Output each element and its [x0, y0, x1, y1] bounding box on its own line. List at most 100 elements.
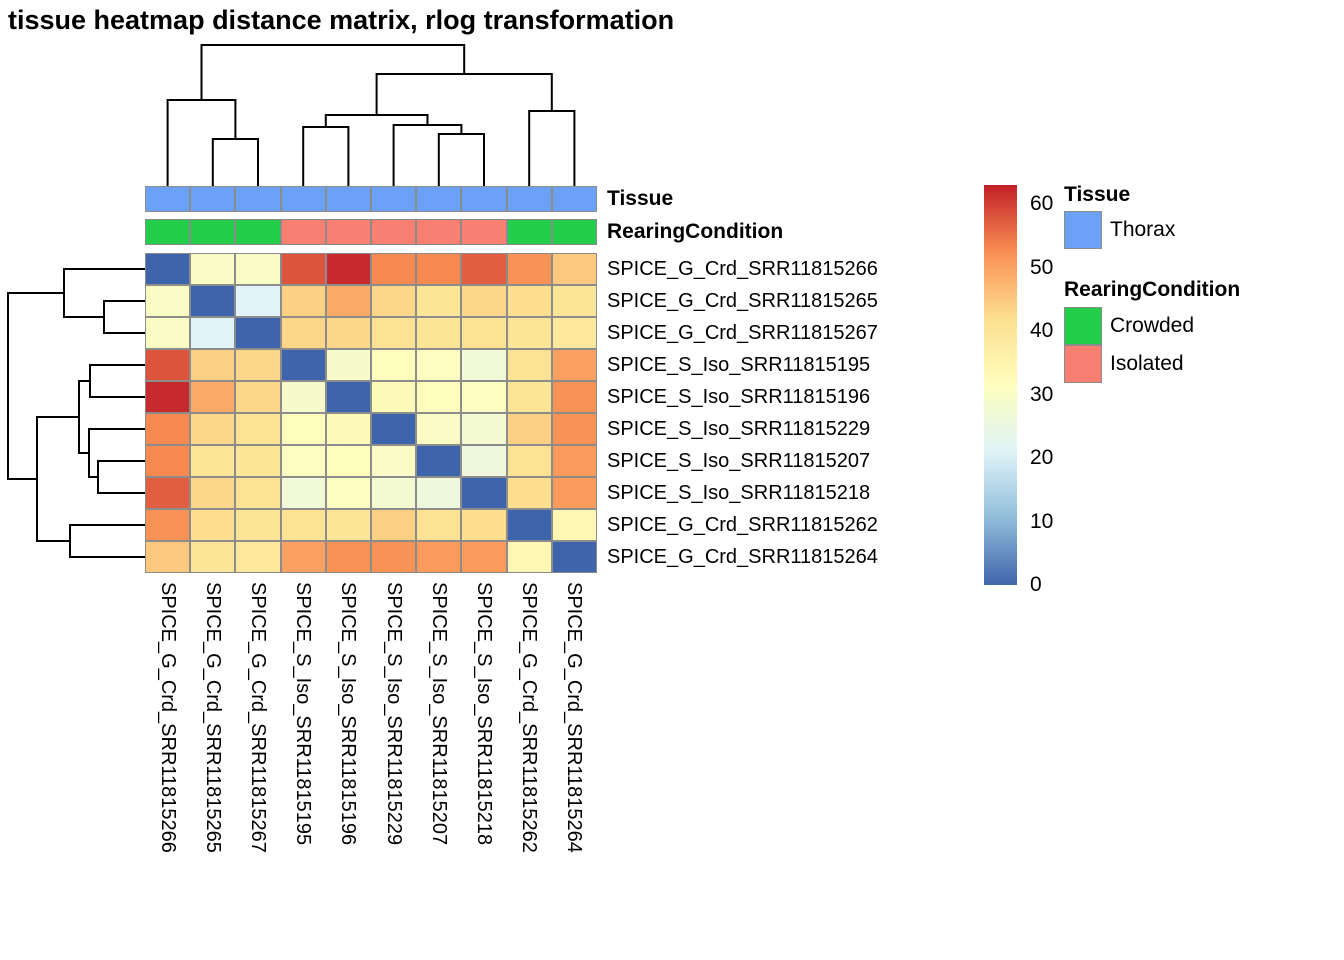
- row-label: SPICE_S_Iso_SRR11815207: [607, 450, 871, 472]
- heatmap-cell: [551, 509, 597, 541]
- heatmap-cell: [371, 477, 417, 509]
- heatmap-cell: [280, 349, 326, 381]
- rearing-condition-annotation-bar: [145, 219, 597, 245]
- column-label: SPICE_G_Crd_SRR11815264: [563, 582, 586, 853]
- heatmap-cell: [461, 349, 507, 381]
- colorbar-tick-label: 60: [1030, 192, 1054, 216]
- heatmap-cell: [280, 445, 326, 477]
- rearing-annotation-title: RearingCondition: [607, 220, 784, 243]
- heatmap-cell: [325, 253, 371, 285]
- heatmap-cell: [506, 349, 552, 381]
- column-label: SPICE_S_Iso_SRR11815207: [427, 582, 450, 846]
- legend-swatch-thorax: [1064, 211, 1102, 249]
- colorbar-tick-label: 50: [1030, 255, 1054, 279]
- annotation-cell: [461, 186, 507, 212]
- heatmap-cell: [190, 381, 236, 413]
- heatmap-cell: [325, 477, 371, 509]
- heatmap-cell: [506, 381, 552, 413]
- colorbar-tick-label: 0: [1030, 573, 1042, 596]
- column-label: SPICE_S_Iso_SRR11815196: [337, 582, 360, 846]
- heatmap-cell: [461, 445, 507, 477]
- heatmap-cell: [190, 509, 236, 541]
- heatmap-cell: [551, 381, 597, 413]
- row-dendrogram: [7, 268, 145, 558]
- heatmap-cell: [506, 477, 552, 509]
- heatmap-cell: [506, 413, 552, 445]
- heatmap-cell: [235, 445, 281, 477]
- heatmap-cell: [235, 509, 281, 541]
- heatmap-cell: [416, 413, 462, 445]
- chart-title: tissue heatmap distance matrix, rlog tra…: [8, 5, 675, 35]
- heatmap-cell: [280, 285, 326, 317]
- row-label: SPICE_S_Iso_SRR11815195: [607, 354, 871, 376]
- heatmap-cell: [506, 509, 552, 541]
- tissue-annotation-title: Tissue: [607, 187, 674, 210]
- heatmap-cell: [551, 317, 597, 349]
- heatmap-cell: [190, 541, 236, 573]
- heatmap-cell: [416, 477, 462, 509]
- heatmap-cell: [371, 317, 417, 349]
- heatmap-cell: [506, 317, 552, 349]
- heatmap-cell: [461, 509, 507, 541]
- column-dendrogram: [166, 44, 576, 186]
- heatmap-cell: [325, 509, 371, 541]
- annotation-cell: [235, 186, 281, 212]
- heatmap-cell: [145, 477, 191, 509]
- colorbar-tick-label: 40: [1030, 319, 1054, 343]
- legend-swatch-isolated: [1064, 345, 1102, 383]
- heatmap-cell: [551, 541, 597, 573]
- row-label: SPICE_G_Crd_SRR11815265: [607, 290, 878, 312]
- colorbar-tick-label: 10: [1030, 509, 1054, 533]
- heatmap-cell: [145, 445, 191, 477]
- heatmap-cell: [325, 285, 371, 317]
- heatmap-cell: [371, 413, 417, 445]
- legend-tissue-title: Tissue: [1064, 183, 1131, 206]
- heatmap-cell: [235, 349, 281, 381]
- heatmap-cell: [371, 541, 417, 573]
- heatmap-cell: [280, 317, 326, 349]
- annotation-cell: [416, 219, 462, 245]
- heatmap-cell: [551, 285, 597, 317]
- row-label: SPICE_S_Iso_SRR11815229: [607, 418, 871, 440]
- annotation-cell: [506, 186, 552, 212]
- heatmap-cell: [325, 541, 371, 573]
- heatmap-cell: [235, 477, 281, 509]
- heatmap-cell: [145, 541, 191, 573]
- heatmap-cell: [235, 413, 281, 445]
- heatmap-cell: [371, 285, 417, 317]
- row-label: SPICE_G_Crd_SRR11815267: [607, 322, 878, 344]
- annotation-cell: [371, 186, 417, 212]
- heatmap-cell: [506, 541, 552, 573]
- heatmap-cell: [506, 445, 552, 477]
- column-label: SPICE_S_Iso_SRR11815229: [382, 582, 405, 846]
- heatmap-cell: [145, 381, 191, 413]
- colorbar-tick-label: 30: [1030, 382, 1054, 406]
- annotation-cell: [461, 219, 507, 245]
- heatmap-cell: [190, 349, 236, 381]
- legend-label-isolated: Isolated: [1110, 352, 1184, 375]
- heatmap-cell: [461, 541, 507, 573]
- heatmap-cell: [190, 253, 236, 285]
- heatmap-cell: [280, 253, 326, 285]
- heatmap-cell: [325, 413, 371, 445]
- heatmap-cell: [145, 413, 191, 445]
- heatmap-cell: [280, 413, 326, 445]
- row-label: SPICE_G_Crd_SRR11815264: [607, 546, 878, 568]
- column-label: SPICE_G_Crd_SRR11815262: [518, 582, 541, 853]
- heatmap-cell: [280, 381, 326, 413]
- heatmap-cell: [145, 253, 191, 285]
- annotation-cell: [280, 219, 326, 245]
- heatmap-cell: [145, 509, 191, 541]
- heatmap-cell: [416, 253, 462, 285]
- row-label: SPICE_S_Iso_SRR11815196: [607, 386, 871, 408]
- heatmap-cell: [461, 285, 507, 317]
- column-label: SPICE_G_Crd_SRR11815267: [247, 582, 269, 853]
- heatmap-cell: [235, 381, 281, 413]
- legend-label-thorax: Thorax: [1110, 218, 1176, 241]
- annotation-cell: [190, 219, 236, 245]
- heatmap-cell: [461, 317, 507, 349]
- heatmap-cell: [235, 285, 281, 317]
- heatmap-grid: [145, 253, 597, 573]
